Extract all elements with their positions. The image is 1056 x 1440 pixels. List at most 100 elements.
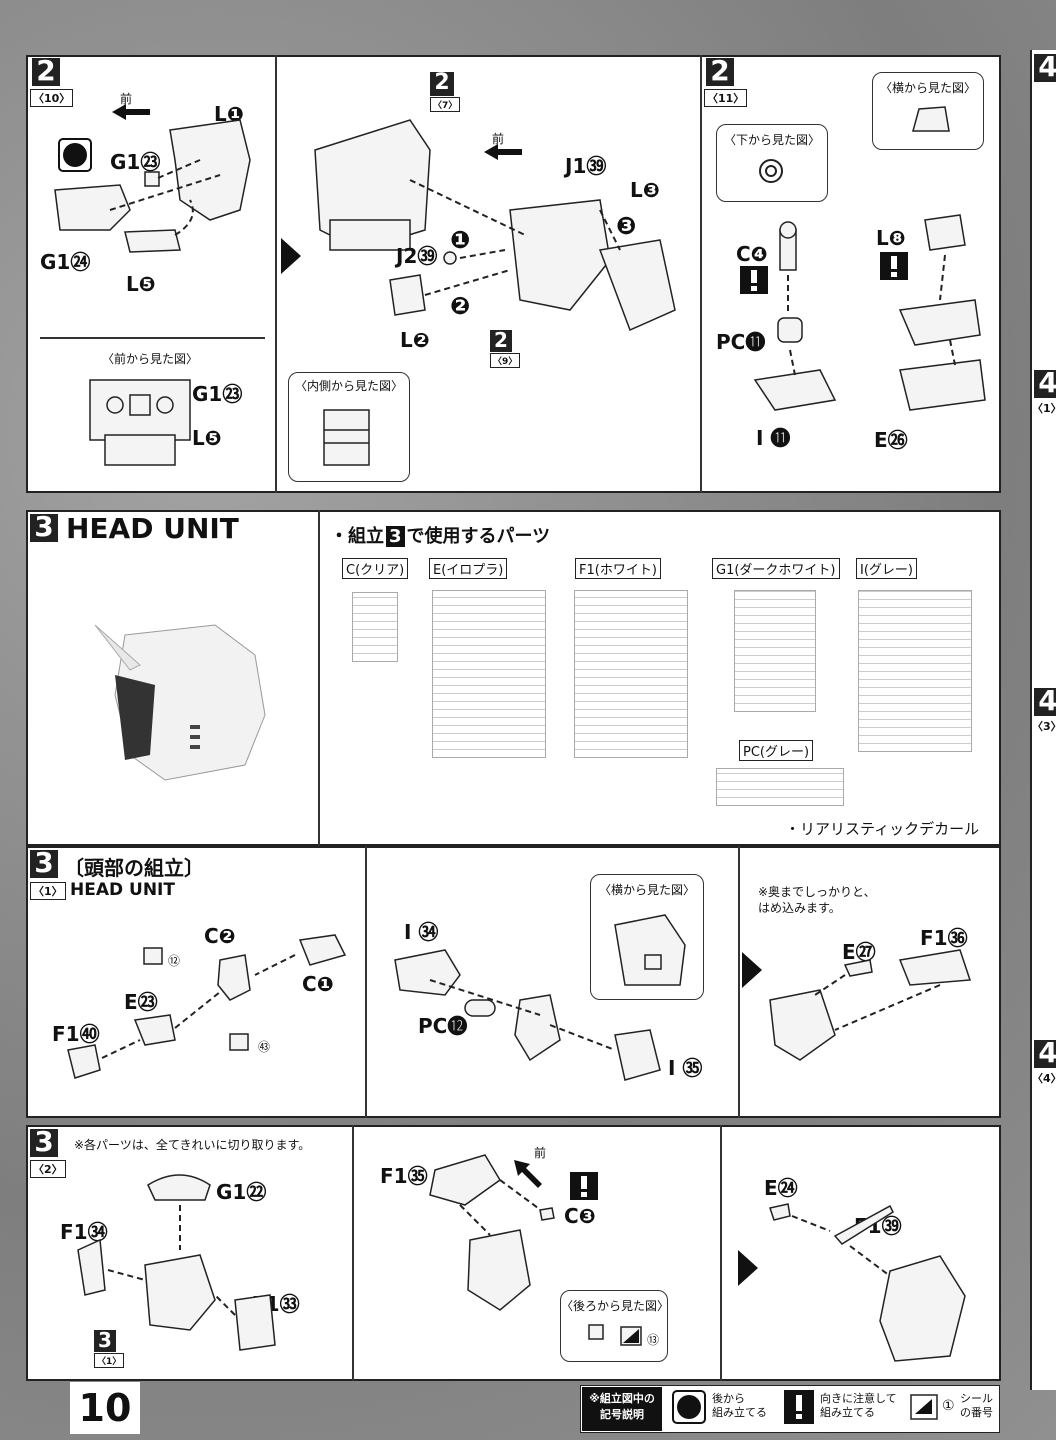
part-label: C❸ [564,1204,596,1228]
next-step-number: 4 [1034,1039,1056,1068]
order-badge: ❶ [450,226,471,254]
next-sub-step: 〈1〉 [1032,402,1056,415]
decal-note: ・リアリスティックデカール [785,820,980,838]
next-step-number: 4 [1034,369,1056,398]
part-label: C❹ [736,242,768,266]
front-label: 前 [492,132,505,146]
joint-assembly-drawing [753,214,986,411]
runner-tag: E(イロプラ) [429,558,508,579]
order-badge: ❷ [450,292,471,320]
inner-view-bubble: 〈内側から見た図〉 [288,372,410,482]
part-label: I ㉟ [668,1056,703,1080]
runner-tag: F1(ホワイト) [575,558,661,579]
sub-step: 〈10〉 [30,89,74,107]
order-badge: ❸ [616,212,637,240]
head-parts-drawing-b [394,949,661,1081]
divider [318,510,320,846]
back-view-bubble: 〈後ろから見た図〉 ⑬ [560,1290,670,1362]
runner-tag: I(グレー) [856,558,917,579]
side-view-drawing [912,106,950,132]
parts-heading-step: 3 [386,526,405,547]
divider [720,1125,722,1381]
part-label: F1㊵ [52,1022,100,1046]
seal-number: ⑫ [168,954,181,968]
step-arrow-icon [281,238,301,274]
step-number: 3 [30,513,58,542]
divider [700,55,702,493]
assembly-drawing [54,119,251,253]
part-label: E㉖ [874,428,908,452]
part-label: G1㉓ [192,382,243,406]
sub-step: 〈11〉 [704,89,748,107]
view-caption: 〈下から見た図〉 [723,133,820,147]
legend-item-3-number: ① [942,1398,955,1414]
ref-sub-step: 〈7〉 [430,97,461,112]
part-label: J1㊴ [565,154,607,178]
section-title: HEAD UNIT [66,512,239,545]
part-label: G1㉒ [216,1180,267,1204]
part-label: G1㉔ [40,250,91,274]
step-arrow-icon [742,952,762,988]
next-step-number: 4 [1034,687,1056,716]
step-arrow-icon [738,1250,758,1286]
legend-item-1: 後から 組み立てる [712,1392,767,1419]
view-caption: 〈後ろから見た図〉 [561,1299,670,1313]
head-parts-drawing-c [769,949,972,1061]
part-label: L❽ [876,226,906,250]
part-label: I ⓫ [756,426,791,450]
part-label: E㉔ [764,1176,798,1200]
later-assembly-icon [58,138,92,172]
step-number: 2 [706,57,734,86]
runner-tag: G1(ダークホワイト) [712,558,840,579]
side-view-drawing [614,914,686,986]
front-label: 前 [534,1146,547,1160]
view-caption: 〈内側から見た図〉 [294,379,403,393]
divider [275,55,277,493]
caution-icon [740,266,768,294]
legend-item-3: シール の番号 [960,1392,993,1419]
runner-g1 [734,590,816,712]
ref-sub-step: 〈1〉 [94,1353,125,1368]
caution-icon [880,252,908,280]
runner-e [432,590,546,758]
runner-tag: PC(グレー) [739,740,814,761]
later-assembly-icon [672,1390,706,1424]
part-label: J2㊴ [396,244,438,268]
caution-icon [784,1390,814,1424]
view-caption: 〈横から見た図〉 [879,81,976,95]
front-label: 前 [120,92,133,106]
part-label: L❷ [400,328,430,352]
caution-icon [570,1172,598,1200]
legend-item-2: 向きに注意して 組み立てる [820,1392,897,1419]
runner-pc [716,768,844,806]
head-parts-drawing-a [67,934,347,1079]
front-view-drawing [89,379,191,466]
page-number: 10 [70,1382,140,1434]
view-caption: 〈前から見た図〉 [102,352,199,366]
side-view-bubble: 〈横から見た図〉 [590,874,704,1000]
part-label: L❺ [192,426,222,450]
front-arrow-icon [484,144,522,160]
seal-number: ㊸ [258,1040,271,1054]
head-render-image [94,624,266,781]
bottom-view-drawing [759,159,783,183]
divider [365,846,367,1118]
runner-tag: C(クリア) [342,558,409,579]
cutting-note: ※各パーツは、全てきれいに切り取ります。 [74,1138,311,1152]
next-step-number: 4 [1034,53,1056,82]
sub-step: 〈1〉 [30,882,66,900]
part-label: PC⓫ [716,330,766,354]
part-label: E㉓ [124,990,158,1014]
part-label: F1㊱ [920,926,968,950]
next-sub-step: 〈4〉 [1032,1072,1056,1085]
step-3-1-panel [26,846,1001,1118]
section-subtitle: HEAD UNIT [70,880,175,900]
next-page-strip [1030,50,1056,1390]
runner-f1 [574,590,688,758]
ref-sub-step: 〈9〉 [490,353,521,368]
section-title: 〔頭部の組立〕 [64,856,204,880]
sub-step: 〈2〉 [30,1160,66,1178]
legend-title: ※組立図中の 記号説明 [582,1387,662,1431]
part-label: L❸ [630,178,660,202]
